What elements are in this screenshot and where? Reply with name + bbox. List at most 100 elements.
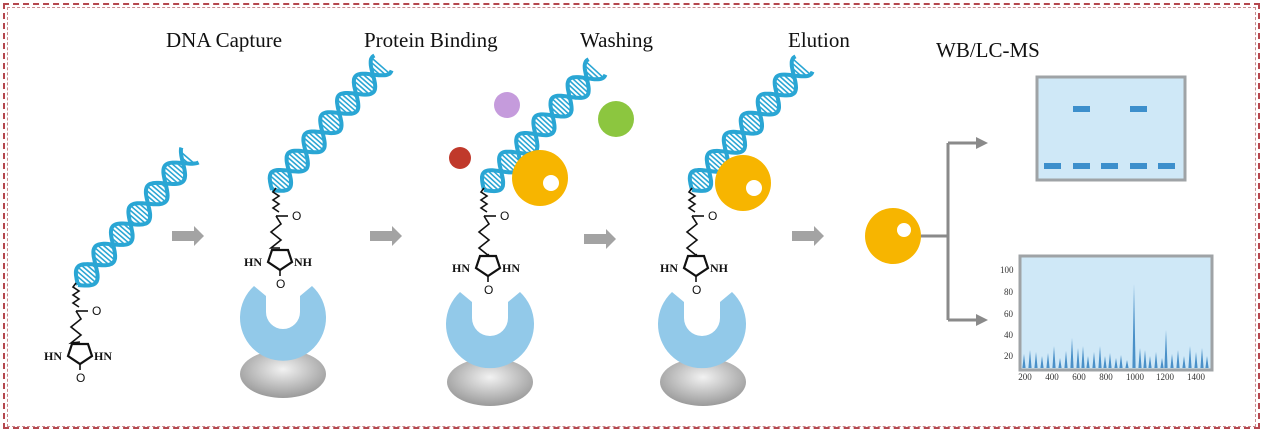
spectrum-peak: [1160, 358, 1164, 368]
spectrum-peak: [1086, 356, 1090, 368]
ring-label-right: HN: [94, 349, 112, 363]
ring-oxygen: O: [484, 283, 493, 297]
spectrum-peak: [1205, 356, 1209, 368]
label-wb-lcms: WB/LC-MS: [936, 38, 1040, 62]
spectrum-peak: [1064, 351, 1068, 368]
dna-helix-2: [267, 53, 394, 193]
target-protein-4: [715, 155, 771, 211]
receptor-2: [240, 286, 326, 361]
protein-purple: [494, 92, 520, 118]
spectrum-peak: [1182, 356, 1186, 368]
branch-connector: [921, 141, 978, 322]
spectrum-peak: [1132, 284, 1136, 368]
x-tick-1200: 1200: [1156, 372, 1175, 382]
dna-helix-3: [480, 57, 608, 194]
spectrum-peak: [1143, 350, 1147, 368]
spectrum-peak: [1046, 353, 1050, 368]
spectrum-peak: [1103, 356, 1107, 368]
dashed-frame: [3, 3, 1260, 429]
arrow-1: [172, 226, 204, 246]
protein-red: [449, 147, 471, 169]
biotin-linker-3: O HN HN O: [452, 187, 520, 297]
branch-arrowheads: [976, 137, 988, 326]
receptor-3: [446, 292, 534, 369]
ring-label-right: NH: [710, 261, 729, 275]
spectrum-peak: [1081, 346, 1085, 368]
protein-green: [598, 101, 634, 137]
eluted-protein: [865, 208, 921, 264]
x-tick-600: 600: [1072, 372, 1086, 382]
arrow-2: [370, 226, 402, 246]
spectrum-peak: [1176, 350, 1180, 368]
y-tick-80: 80: [1004, 287, 1014, 297]
spectrum-peak: [1028, 350, 1032, 368]
ring-hn-left: HN: [660, 261, 678, 275]
target-protein-3-highlight: [543, 175, 559, 191]
ring-hn-left: HN: [244, 255, 262, 269]
linker-oxygen: O: [500, 209, 509, 223]
label-elution: Elution: [788, 28, 850, 52]
linker-oxygen: O: [92, 304, 101, 318]
ring-oxygen: O: [692, 283, 701, 297]
spectrum-peak: [1194, 352, 1198, 368]
ring-label-right: NH: [294, 255, 313, 269]
y-tick-40: 40: [1004, 330, 1014, 340]
label-dna-capture: DNA Capture: [166, 28, 283, 52]
dna-helix-1: [73, 147, 200, 288]
spectrum-peak: [1154, 352, 1158, 368]
spectrum-peak: [1125, 360, 1129, 368]
blot-bands: [1044, 106, 1175, 169]
mass-spectrum-panel: 100 80 60 40 20 200 400 600 800 1000 120…: [1000, 254, 1214, 382]
x-tick-1400: 1400: [1187, 372, 1206, 382]
ring-hn-left: HN: [452, 261, 470, 275]
spectrum-x-axis: 200 400 600 800 1000 1200 1400: [1018, 372, 1205, 382]
arrow-4: [792, 226, 824, 246]
spectrum-peaks: [1022, 284, 1209, 368]
biotin-linker-2: O HN NH O: [244, 187, 313, 291]
label-washing: Washing: [580, 28, 653, 52]
step-arrows: [172, 226, 824, 249]
y-tick-60: 60: [1004, 309, 1014, 319]
spectrum-peak: [1188, 346, 1192, 368]
x-tick-1000: 1000: [1126, 372, 1145, 382]
ring-oxygen: O: [276, 277, 285, 291]
spectrum-peak: [1138, 348, 1142, 368]
western-blot-panel: [1035, 75, 1187, 182]
spectrum-peak: [1119, 355, 1123, 368]
target-protein-4-highlight: [746, 180, 762, 196]
dna-helix-4: [687, 54, 815, 193]
spectrum-peak: [1170, 354, 1174, 368]
spectrum-peak: [1108, 353, 1112, 368]
ring-hn-left: HN: [44, 349, 62, 363]
arrow-3: [584, 229, 616, 249]
x-tick-800: 800: [1099, 372, 1113, 382]
spectrum-peak: [1092, 352, 1096, 368]
spectrum-peak: [1022, 354, 1026, 368]
dashed-frame-inner: [7, 7, 1256, 427]
spectrum-peak: [1052, 346, 1056, 368]
spectrum-peak: [1076, 348, 1080, 368]
spectrum-peak: [1034, 352, 1038, 368]
spectrum-peak: [1040, 356, 1044, 368]
spectrum-peak: [1148, 356, 1152, 368]
x-tick-400: 400: [1045, 372, 1059, 382]
label-protein-binding: Protein Binding: [364, 28, 498, 52]
spectrum-y-axis: 100 80 60 40 20: [1000, 265, 1014, 361]
biotin-linker-1: O HN HN O: [44, 282, 112, 385]
ring-oxygen: O: [76, 371, 85, 385]
biotin-linker-4: O HN NH O: [660, 187, 729, 297]
spectrum-peak: [1164, 330, 1168, 368]
linker-oxygen: O: [292, 209, 301, 223]
target-protein-3: [512, 150, 568, 206]
y-tick-20: 20: [1004, 351, 1014, 361]
spectrum-peak: [1058, 358, 1062, 368]
spectrum-peak: [1070, 338, 1074, 368]
ring-label-right: HN: [502, 261, 520, 275]
receptor-4: [658, 292, 746, 369]
spectrum-peak: [1098, 346, 1102, 368]
eluted-protein-highlight: [897, 223, 911, 237]
y-tick-100: 100: [1000, 265, 1014, 275]
linker-oxygen: O: [708, 209, 717, 223]
